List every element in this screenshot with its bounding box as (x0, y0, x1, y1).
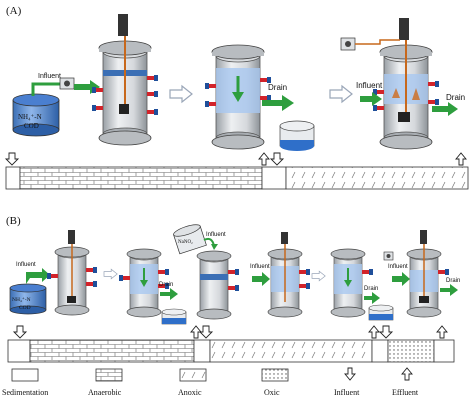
drain-arrow-b3 (440, 284, 458, 296)
panel-b-label: (B) (6, 215, 21, 227)
influent3-label-b: Influent (250, 264, 270, 270)
nano2-label: NaNO₂ (178, 240, 193, 245)
influent-arrow-b (26, 268, 50, 284)
legend-sedimentation-label: Sedimentation (2, 388, 48, 397)
drain-label-a: Drain (268, 83, 287, 92)
reactor-aerate-b (406, 230, 449, 318)
reactor-settle-a (205, 44, 271, 150)
nh4-label-b: NH₄⁺-N (12, 296, 31, 303)
legend-swatch-anaerobic (95, 368, 123, 382)
reactor-settle-b (119, 248, 169, 318)
legend-influent-label: Influent (334, 388, 360, 397)
effluent-marker-a2 (455, 152, 467, 166)
drain-arrow-a (262, 95, 294, 111)
effluent-marker-b3 (436, 325, 448, 339)
legend-effluent-icon (401, 367, 413, 381)
nano2-bucket (173, 224, 207, 255)
stage-arrow-a1 (169, 85, 193, 103)
effluent-marker-b2 (368, 325, 380, 339)
stage-arrow-b1 (103, 268, 118, 280)
influent-label-b: Influent (16, 262, 36, 268)
influent-tank-b (9, 283, 47, 315)
influent-marker-b2 (199, 325, 213, 339)
reactor-fill-b2 (267, 232, 310, 318)
influent2-label-a: Influent (356, 81, 383, 90)
legend (11, 367, 413, 382)
influent-marker-a2 (270, 152, 284, 166)
influent-arrow-a2 (360, 92, 382, 106)
cod-label-a: COD (24, 122, 39, 130)
drain-arrow-b2 (364, 292, 380, 304)
legend-effluent-label: Effluent (392, 388, 419, 397)
influent4-label-b: Influent (388, 264, 408, 270)
drain-tank-b2 (368, 304, 394, 321)
influent-marker-a (5, 152, 19, 166)
panel-a-label: (A) (6, 5, 22, 17)
drain2-label-b: Drain (364, 286, 378, 292)
drain-tank-b (161, 308, 187, 325)
influent-arrow-b3 (252, 272, 270, 286)
timeline-a (5, 166, 469, 190)
stage-arrow-b2 (311, 270, 326, 282)
reactor-fill-a (92, 14, 158, 146)
legend-influent-icon (344, 367, 356, 381)
pump-icon (59, 77, 75, 90)
stage-arrow-a2 (329, 85, 353, 103)
drain-arrow-a2 (432, 102, 458, 116)
drain-tank-a (279, 120, 315, 151)
influent-tank-a (12, 93, 60, 137)
drain-arrow-b (160, 288, 178, 300)
influent-label-a: Influent (38, 73, 61, 80)
controller-icon-b (383, 251, 394, 261)
influent-marker-b1 (13, 325, 27, 339)
effluent-marker-b1 (190, 325, 202, 339)
cod-label-b: COD (19, 305, 31, 311)
controller-icon (340, 37, 400, 51)
legend-anaerobic-label: Anaerobic (88, 388, 122, 397)
drain3-label-b: Drain (446, 278, 460, 284)
legend-oxic-label: Oxic (264, 388, 280, 397)
legend-anoxic-label: Anoxic (178, 388, 202, 397)
influent2-label-b: Influent (206, 232, 226, 238)
timeline-b (7, 339, 455, 363)
legend-swatch-anoxic (179, 368, 207, 382)
influent-arrow-b4 (392, 272, 410, 286)
drain-label-b: Drain (159, 282, 173, 288)
reactor-fill-b (47, 230, 97, 316)
legend-swatch-sedimentation (11, 368, 39, 382)
drain2-label-a: Drain (446, 93, 465, 102)
influent-marker-b3 (379, 325, 393, 339)
reactor-settle-b2 (330, 248, 373, 318)
legend-swatch-oxic (261, 368, 289, 382)
reactor-anoxic-b (196, 250, 239, 320)
nano2-dose-arrowhead (211, 244, 218, 250)
effluent-marker-a (258, 152, 270, 166)
nh4-label-a: NH₄⁺-N (18, 113, 42, 121)
reactor-aerate-a (373, 18, 439, 150)
influent-pipe-a (31, 82, 60, 96)
